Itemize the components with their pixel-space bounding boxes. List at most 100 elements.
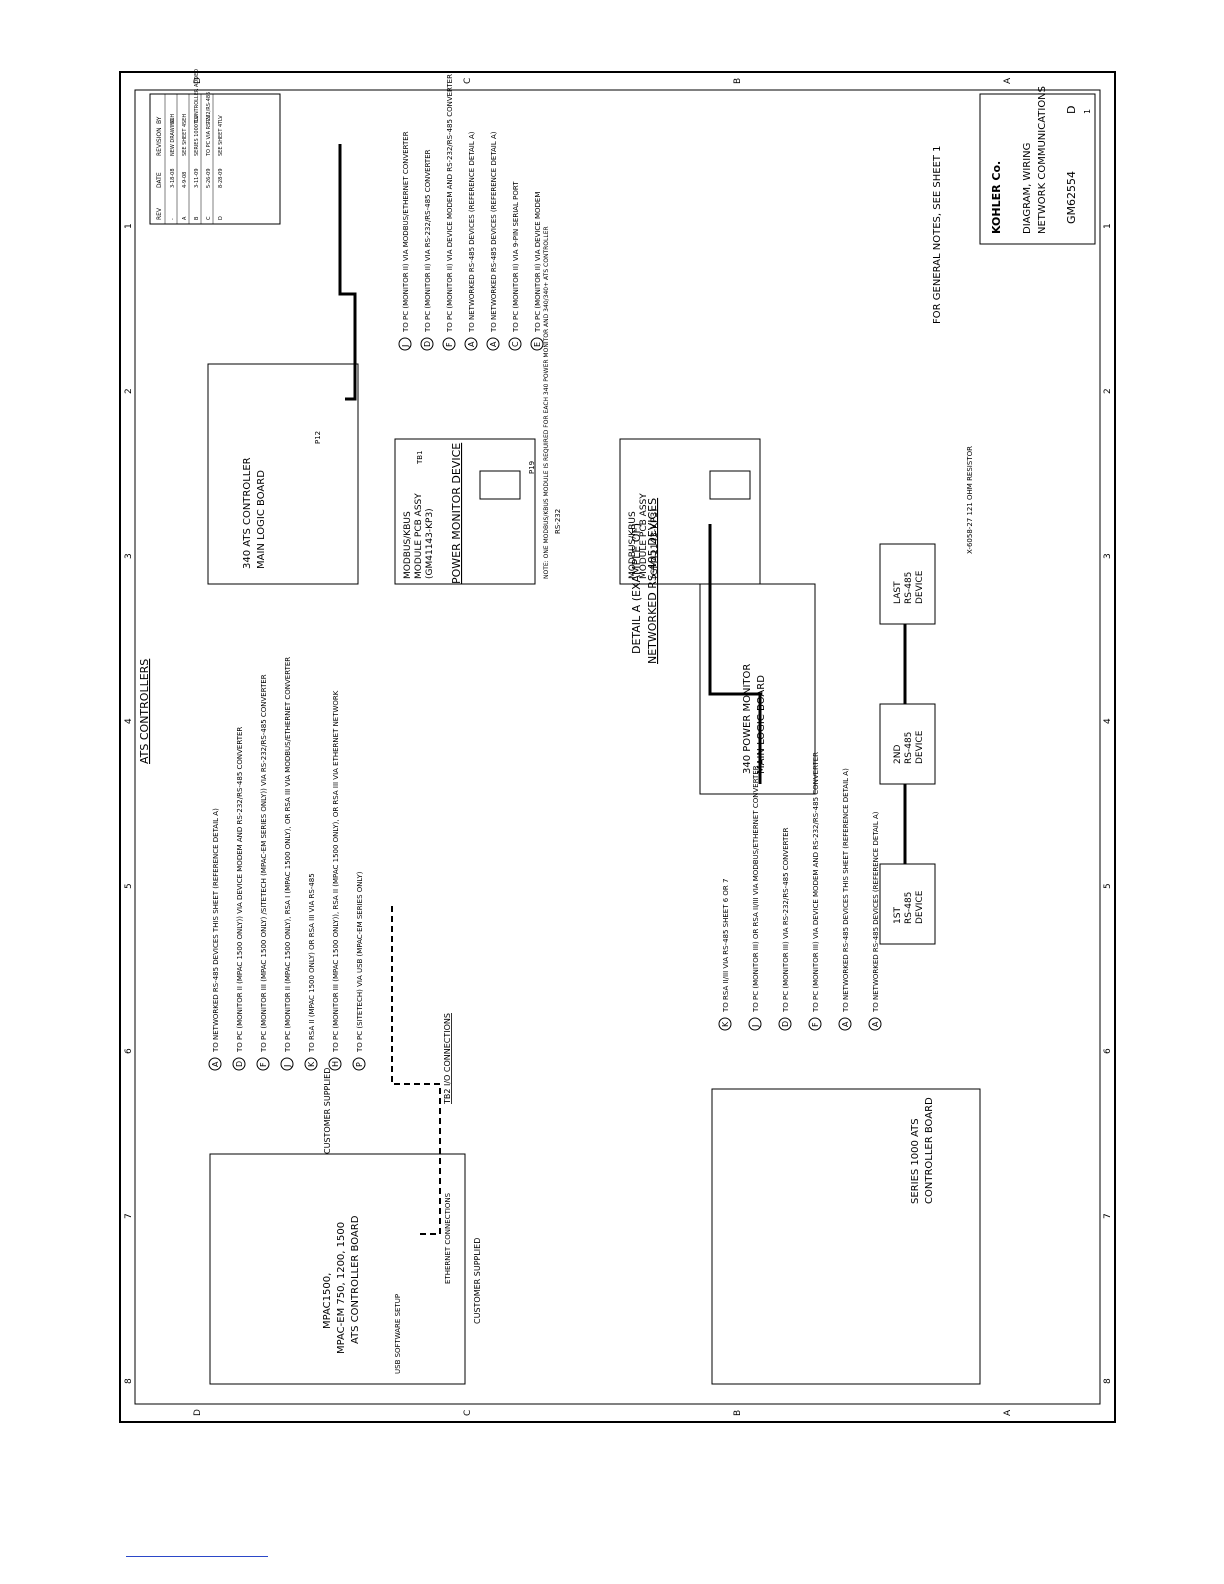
connection-tag: D xyxy=(235,1061,244,1067)
customer-supplied-cable xyxy=(391,904,441,1235)
rs485-device-1 xyxy=(879,863,936,945)
drawing-number: GM62554 xyxy=(1065,171,1078,224)
company-logo: KOHLER Co. xyxy=(990,161,1003,234)
connection-tag-circle xyxy=(808,1017,822,1031)
revision-cell: TLV xyxy=(218,115,224,125)
s1000-l1: SERIES 1000 ATS xyxy=(910,1118,921,1204)
connection-tag-circle xyxy=(868,1017,882,1031)
revision-cell: TO PC VIA RS-232/RS-485 xyxy=(206,92,212,157)
grid-number-top: 2 xyxy=(124,388,134,394)
grid-letter-left: C xyxy=(463,1410,473,1416)
dev2-l3: DEVICE xyxy=(915,730,925,764)
connection-tag-circle xyxy=(398,337,412,351)
connection-text: TO NETWORKED RS-485 DEVICES THIS SHEET (… xyxy=(842,768,850,1013)
grid-number-top: 6 xyxy=(124,1048,134,1054)
connection-text: TO PC (SITETECH) VIA USB (MPAC-EM SERIES… xyxy=(356,871,364,1053)
connection-tag-circle xyxy=(256,1057,270,1071)
connection-tag: F xyxy=(811,1022,820,1027)
revision-header: REV xyxy=(156,207,163,220)
dev2-l1: 2ND xyxy=(893,745,903,764)
connection-tag: J xyxy=(283,1065,292,1068)
tb2-conn-label: TB2 I/O CONNECTIONS xyxy=(443,1013,452,1105)
revision-cell: SEH xyxy=(182,114,188,124)
revision-header: BY xyxy=(156,116,163,124)
connection-text: TO PC (MONITOR II) VIA 9-PIN SERIAL PORT xyxy=(512,181,520,333)
modbus2-l1: MODBUS/KBUS xyxy=(628,511,638,579)
detail-a-title: DETAIL A (EXAMPLE OF) xyxy=(630,523,643,654)
modbus1-l2: MODULE PCB ASSY xyxy=(414,493,424,579)
revision-cell: D xyxy=(218,216,224,220)
revision-table-frame xyxy=(149,93,281,225)
connection-tag-circle xyxy=(530,337,544,351)
modbus1-tb1: TB1 xyxy=(416,450,424,465)
revision-cell: SEH xyxy=(170,114,176,124)
connection-tag: C xyxy=(511,341,520,347)
connection-text: TO NETWORKED RS-485 DEVICES (REFERENCE D… xyxy=(468,131,476,333)
modbus2-l3: (GM41143-KP3) xyxy=(650,508,660,579)
grid-letter-right: D xyxy=(193,77,203,84)
grid-number-bottom: 8 xyxy=(1103,1378,1113,1384)
connection-tag-circle xyxy=(778,1017,792,1031)
grid-number-bottom: 1 xyxy=(1103,223,1113,229)
grid-letter-left: D xyxy=(193,1409,203,1416)
connection-text: TO PC (MONITOR III) OR RSA II/III VIA MO… xyxy=(752,765,760,1013)
connection-tag: A xyxy=(871,1021,880,1027)
power-monitor-title: POWER MONITOR DEVICE xyxy=(450,443,463,584)
grid-letter-left: B xyxy=(733,1410,743,1416)
ats340-label-2: MAIN LOGIC BOARD xyxy=(256,470,267,569)
connection-tag: F xyxy=(445,342,454,347)
grid-number-bottom: 6 xyxy=(1103,1048,1113,1054)
revision-cell: TLV xyxy=(206,115,212,125)
drawing-title-1: DIAGRAM, WIRING xyxy=(1022,143,1033,234)
grid-letter-right: B xyxy=(733,78,743,84)
revision-header: DATE xyxy=(156,172,163,188)
general-notes: FOR GENERAL NOTES, SEE SHEET 1 xyxy=(932,145,943,324)
revision-letter: D xyxy=(1065,106,1078,114)
rs485-device-2 xyxy=(879,703,936,785)
connection-tag: D xyxy=(423,341,432,347)
connection-text: TO PC (MONITOR II) VIA DEVICE MODEM xyxy=(534,192,542,333)
note-modbus: NOTE: ONE MODBUS/KBUS MODULE IS REQUIRED… xyxy=(543,226,550,579)
connection-text: TO PC (MONITOR II) VIA DEVICE MODEM AND … xyxy=(446,74,454,333)
revision-cell: TLV xyxy=(194,115,200,125)
connection-tag: K xyxy=(721,1021,730,1027)
connection-text: TO PC (MONITOR II) VIA MODBUS/ETHERNET C… xyxy=(402,131,410,333)
pm340-l1: 340 POWER MONITOR xyxy=(742,664,753,774)
dev3-l1: LAST xyxy=(893,581,903,604)
null-modem-1 xyxy=(479,470,521,500)
revision-cell: 3-11-09 xyxy=(194,168,200,188)
dev1-l2: RS-485 xyxy=(904,892,914,924)
connection-text: TO PC (MONITOR III) VIA RS-232/RS-485 CO… xyxy=(782,827,790,1013)
grid-number-bottom: 5 xyxy=(1103,883,1113,889)
grid-number-top: 4 xyxy=(124,718,134,724)
inner-border xyxy=(134,89,1101,1405)
connection-text: TO PC (MONITOR III (MPAC 1500 ONLY) /SIT… xyxy=(260,674,268,1053)
connection-tag: A xyxy=(841,1021,850,1027)
revision-cell: SEE SHEET 4 xyxy=(218,124,224,156)
revision-cell: - xyxy=(170,218,176,220)
modbus1-l1: MODBUS/KBUS xyxy=(403,511,413,579)
connection-tag: A xyxy=(489,341,498,347)
grid-number-bottom: 3 xyxy=(1103,553,1113,559)
grid-letter-right: A xyxy=(1003,77,1013,84)
connection-text: TO PC (MONITOR III) VIA DEVICE MODEM AND… xyxy=(812,752,820,1013)
drawing-title-2: NETWORK COMMUNICATIONS xyxy=(1037,86,1048,234)
revision-cell: B xyxy=(194,216,200,220)
revision-header: REVISION xyxy=(156,127,163,156)
connection-tag-circle xyxy=(464,337,478,351)
mpac-board xyxy=(209,1153,466,1385)
revision-cell: SEE SHEET 4 xyxy=(182,124,188,156)
ats-controllers-title: ATS CONTROLLERS xyxy=(138,659,151,764)
connection-tag-circle xyxy=(208,1057,222,1071)
modbus2-l2: MODULE PCB ASSY xyxy=(639,493,649,579)
revision-cell: A xyxy=(182,216,188,220)
modbus-module-2 xyxy=(619,438,761,585)
outer-border xyxy=(119,71,1116,1423)
connection-text: TO PC (MONITOR II (MPAC 1500 ONLY)) VIA … xyxy=(236,727,244,1053)
sheet-number: 1 xyxy=(1083,109,1092,114)
grid-number-top: 7 xyxy=(124,1213,134,1219)
connection-text: TO NETWORKED RS-485 DEVICES THIS SHEET (… xyxy=(212,808,220,1053)
